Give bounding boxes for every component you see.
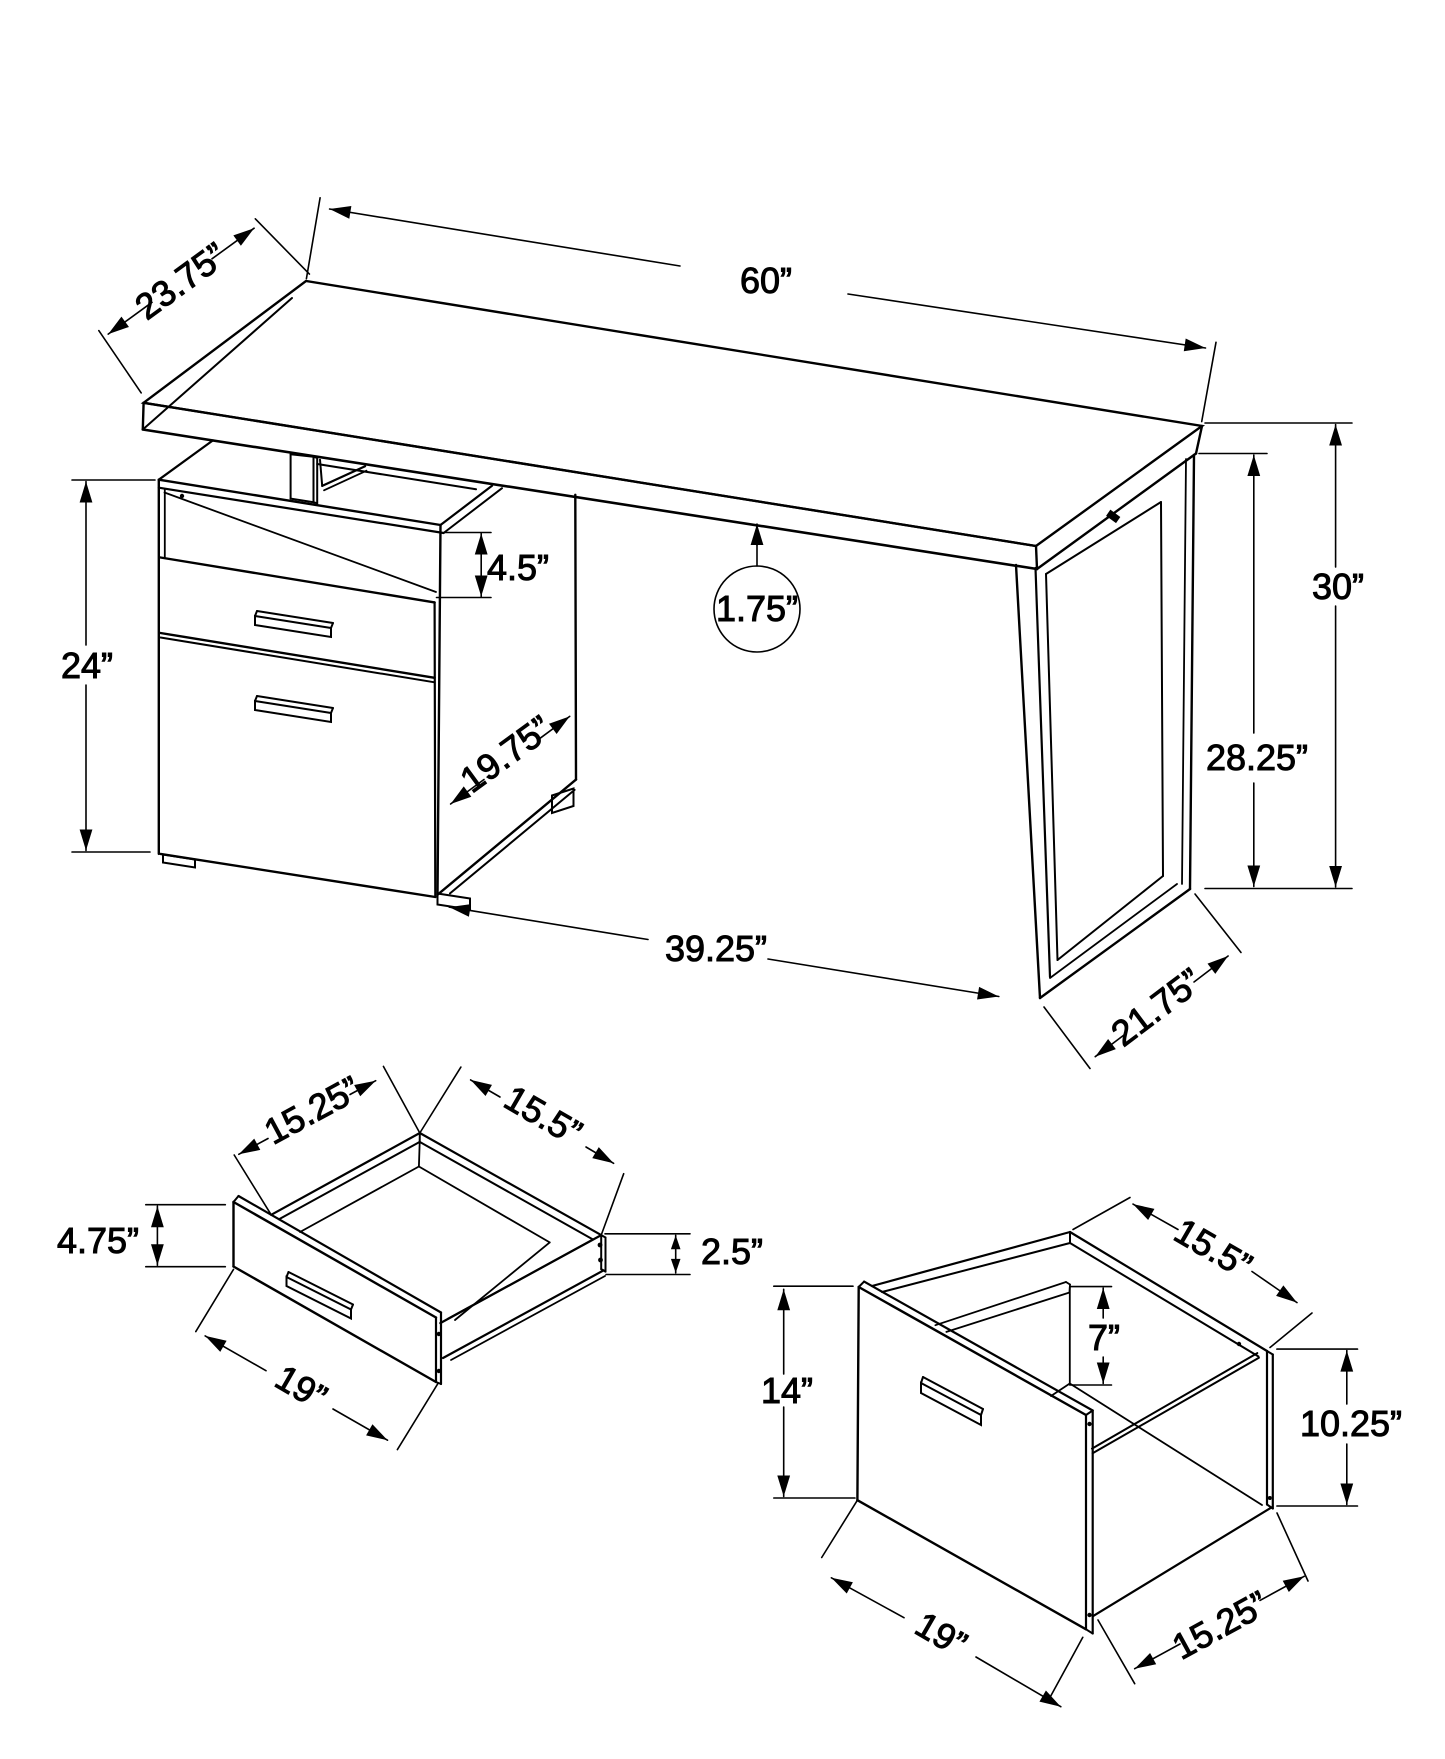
svg-text:60”: 60” [740, 260, 792, 301]
svg-text:2.5”: 2.5” [701, 1231, 763, 1272]
svg-text:1.75”: 1.75” [716, 588, 798, 629]
svg-text:30”: 30” [1312, 566, 1364, 607]
svg-text:24”: 24” [61, 645, 113, 686]
svg-text:39.25”: 39.25” [665, 928, 767, 969]
svg-text:4.5”: 4.5” [487, 547, 549, 588]
svg-text:28.25”: 28.25” [1206, 737, 1308, 778]
svg-text:4.75”: 4.75” [57, 1220, 139, 1261]
svg-text:7”: 7” [1088, 1317, 1120, 1358]
svg-text:14”: 14” [761, 1370, 813, 1411]
svg-text:10.25”: 10.25” [1300, 1403, 1402, 1444]
